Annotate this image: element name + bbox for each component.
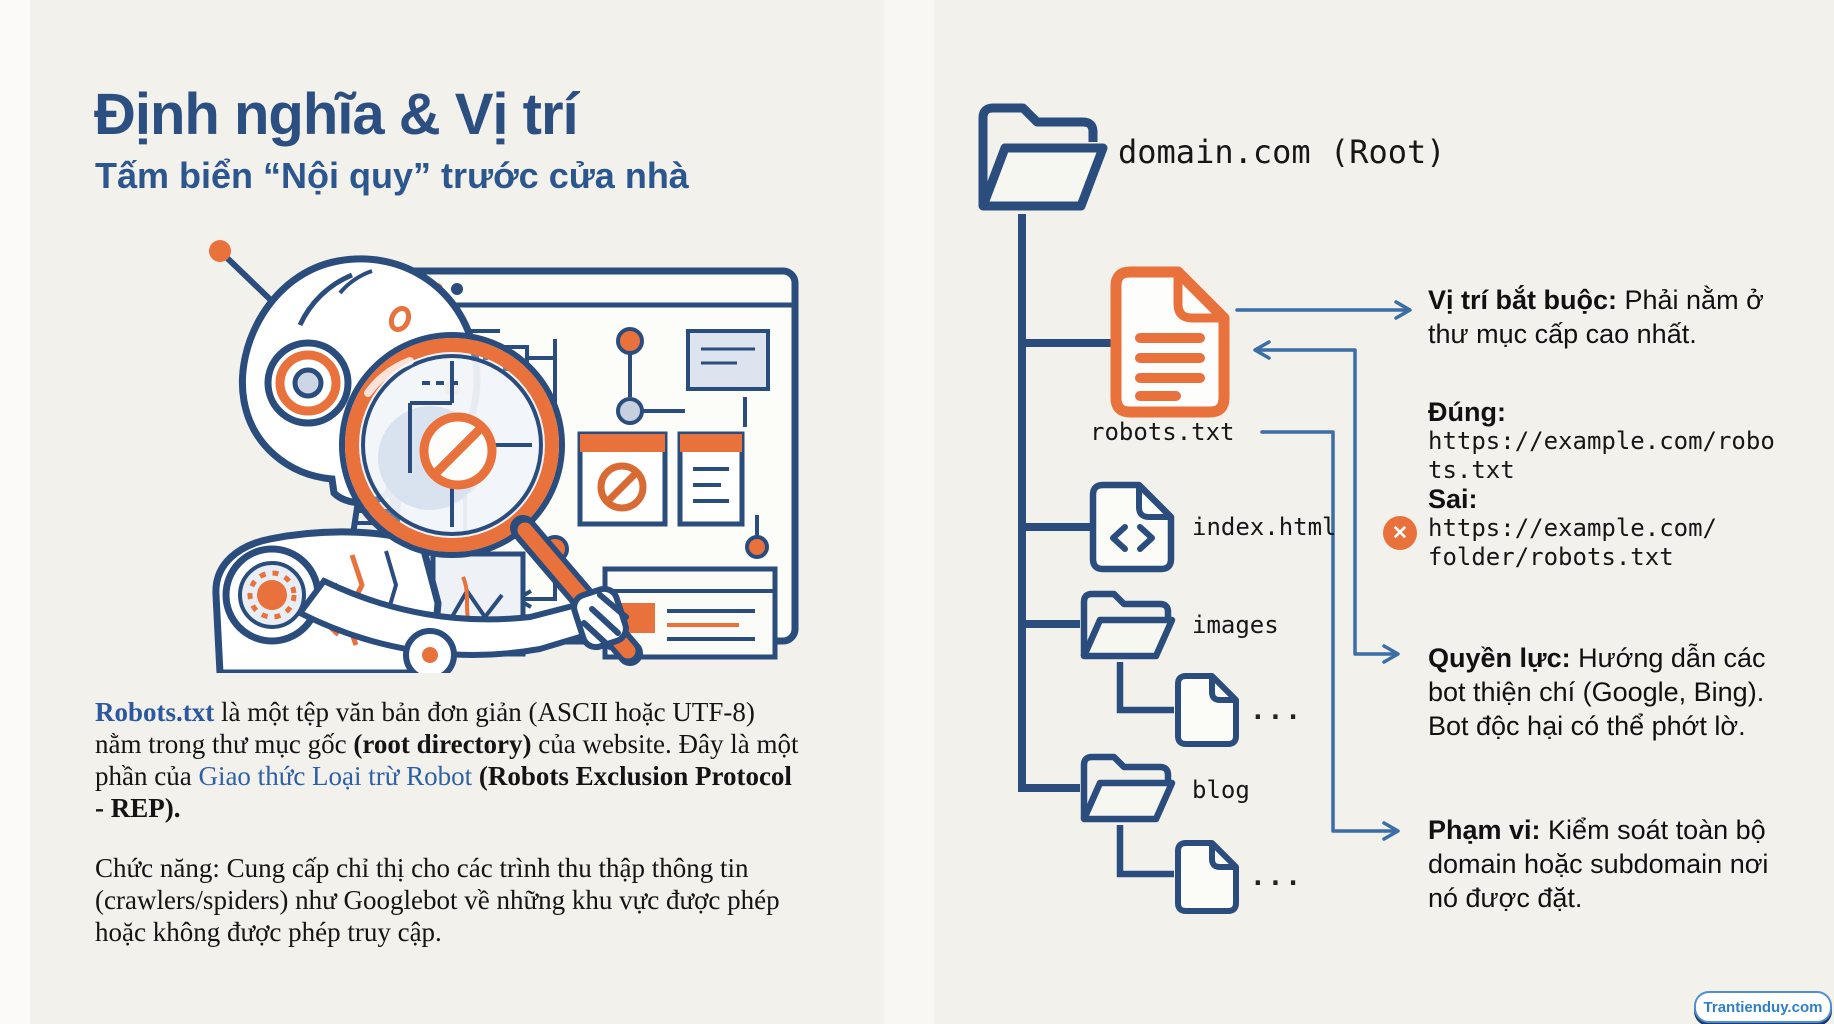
x-circle-icon: ✕: [1383, 516, 1417, 550]
images-folder-icon: [1080, 590, 1176, 660]
index-file-icon: [1089, 481, 1175, 573]
robots-file-icon: [1110, 266, 1230, 418]
annotation-examples: Đúng: https://example.com/robo ts.txt Sa…: [1428, 398, 1828, 572]
correct-url-line2: ts.txt: [1428, 456, 1515, 484]
annotation-scope: Phạm vi: Kiểm soát toàn bộ domain hoặc s…: [1428, 815, 1769, 913]
robot-hand-icon: [571, 585, 629, 651]
images-ellipsis: ...: [1250, 696, 1303, 726]
page-title: Định nghĩa & Vị trí: [94, 82, 579, 147]
definition-paragraph: Robots.txt là một tệp văn bản đơn giản (…: [95, 697, 799, 823]
blog-ellipsis: ...: [1250, 862, 1303, 892]
root-label: domain.com (Root): [1118, 133, 1446, 171]
annotation-authority: Quyền lực: Hướng dẫn các bot thiện chí (…: [1428, 643, 1766, 741]
wrong-url-line2: folder/robots.txt: [1428, 543, 1674, 571]
panel-divider-band: [884, 0, 934, 1024]
annotation-location: Vị trí bắt buộc: Phải nằm ở thư mục cấp …: [1428, 285, 1764, 349]
page-subtitle: Tấm biển “Nội quy” trước cửa nhà: [95, 155, 689, 196]
correct-label: Đúng:: [1428, 397, 1506, 427]
root-folder-icon: [978, 103, 1108, 211]
blog-label: blog: [1192, 776, 1250, 804]
correct-url-line1: https://example.com/robo: [1428, 427, 1775, 455]
wrong-url-line1: https://example.com/: [1428, 514, 1717, 542]
robot-magnifier-illustration: [209, 240, 799, 673]
robots-label: robots.txt: [1090, 418, 1235, 446]
left-edge-band: [0, 0, 30, 1024]
wrong-label: Sai:: [1428, 484, 1478, 514]
index-label: index.html: [1192, 513, 1337, 541]
file-tree-diagram: [978, 103, 1412, 914]
watermark-badge[interactable]: Trantienduy.com: [1694, 991, 1832, 1023]
tree-lines: [1018, 214, 1116, 792]
magnifier-icon: [339, 332, 643, 666]
images-child-file-icon: [1175, 673, 1239, 747]
child-connectors: [1116, 662, 1174, 878]
blog-child-file-icon: [1175, 840, 1239, 914]
images-label: images: [1192, 611, 1279, 639]
function-paragraph: Chức năng: Cung cấp chỉ thị cho các trìn…: [95, 853, 780, 947]
blog-folder-icon: [1080, 753, 1176, 823]
annotation-arrows: [1235, 300, 1412, 841]
